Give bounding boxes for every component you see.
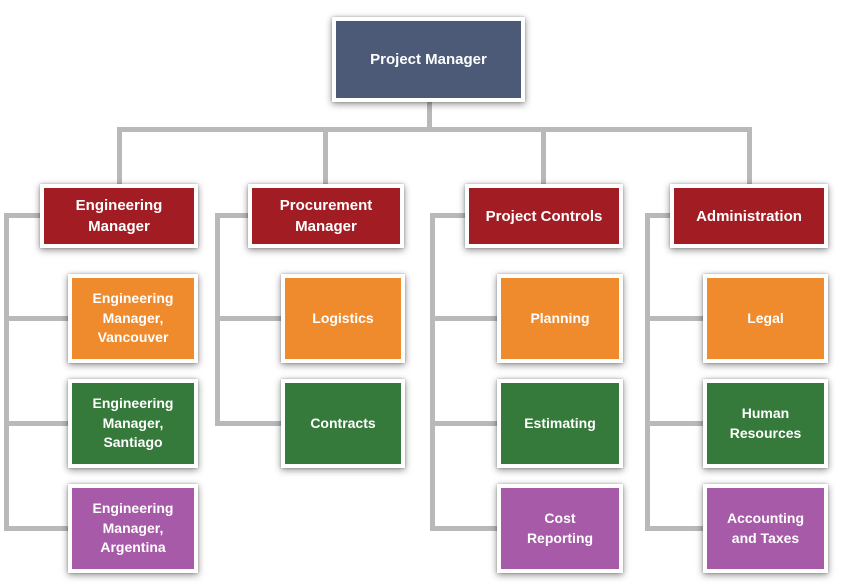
node-contracts: Contracts [281, 379, 405, 468]
node-cost-reporting: Cost Reporting [497, 484, 623, 573]
node-label: Human Resources [729, 404, 802, 441]
connector-branch4-stub2 [645, 421, 705, 426]
node-legal: Legal [703, 274, 828, 363]
node-label: Project Controls [485, 207, 603, 225]
node-project-manager: Project Manager [332, 17, 525, 102]
node-label: Cost Reporting [526, 509, 594, 546]
connector-branch4-stub3 [645, 526, 705, 531]
connector-drop-engineering [117, 127, 122, 185]
node-label: Legal [747, 309, 784, 326]
node-project-controls: Project Controls [465, 184, 623, 248]
node-label: Planning [530, 309, 590, 326]
connector-branch4-elbow [645, 213, 672, 218]
connector-branch1-stub1 [4, 316, 70, 321]
node-label: Accounting and Taxes [727, 509, 804, 546]
connector-branch4-rail [645, 213, 650, 531]
connector-branch2-stub2 [215, 421, 283, 426]
node-label: Engineering Manager, Vancouver [92, 290, 174, 346]
connector-branch2-stub1 [215, 316, 283, 321]
node-planning: Planning [497, 274, 623, 363]
node-label: Logistics [312, 309, 374, 326]
connector-branch1-stub3 [4, 526, 70, 531]
node-human-resources: Human Resources [703, 379, 828, 468]
connector-branch3-stub3 [430, 526, 499, 531]
connector-root-drop [427, 101, 432, 132]
connector-branch3-stub2 [430, 421, 499, 426]
connector-branch4-stub1 [645, 316, 705, 321]
connector-drop-procurement [323, 127, 328, 185]
node-label: Engineering Manager [75, 197, 163, 235]
node-engineering-manager-santiago: Engineering Manager, Santiago [68, 379, 198, 468]
node-label: Project Manager [370, 51, 487, 68]
node-logistics: Logistics [281, 274, 405, 363]
node-label: Engineering Manager, Argentina [92, 500, 174, 556]
node-estimating: Estimating [497, 379, 623, 468]
connector-branch3-elbow [430, 213, 467, 218]
connector-branch1-elbow [4, 213, 42, 218]
node-label: Estimating [524, 414, 596, 431]
connector-branch3-stub1 [430, 316, 499, 321]
node-engineering-manager-vancouver: Engineering Manager, Vancouver [68, 274, 198, 363]
node-engineering-manager: Engineering Manager [40, 184, 198, 248]
connector-branch1-rail [4, 213, 9, 531]
node-label: Administration [696, 207, 802, 225]
connector-branch2-elbow [215, 213, 250, 218]
connector-branch1-stub2 [4, 421, 70, 426]
connector-drop-project-controls [541, 127, 546, 185]
node-label: Engineering Manager, Santiago [92, 395, 174, 451]
node-label: Procurement Manager [279, 197, 373, 235]
node-administration: Administration [670, 184, 828, 248]
connector-branch3-rail [430, 213, 435, 531]
node-accounting-and-taxes: Accounting and Taxes [703, 484, 828, 573]
connector-drop-administration [747, 127, 752, 185]
connector-level2-bus [117, 127, 752, 132]
node-engineering-manager-argentina: Engineering Manager, Argentina [68, 484, 198, 573]
node-procurement-manager: Procurement Manager [248, 184, 404, 248]
node-label: Contracts [310, 414, 376, 431]
